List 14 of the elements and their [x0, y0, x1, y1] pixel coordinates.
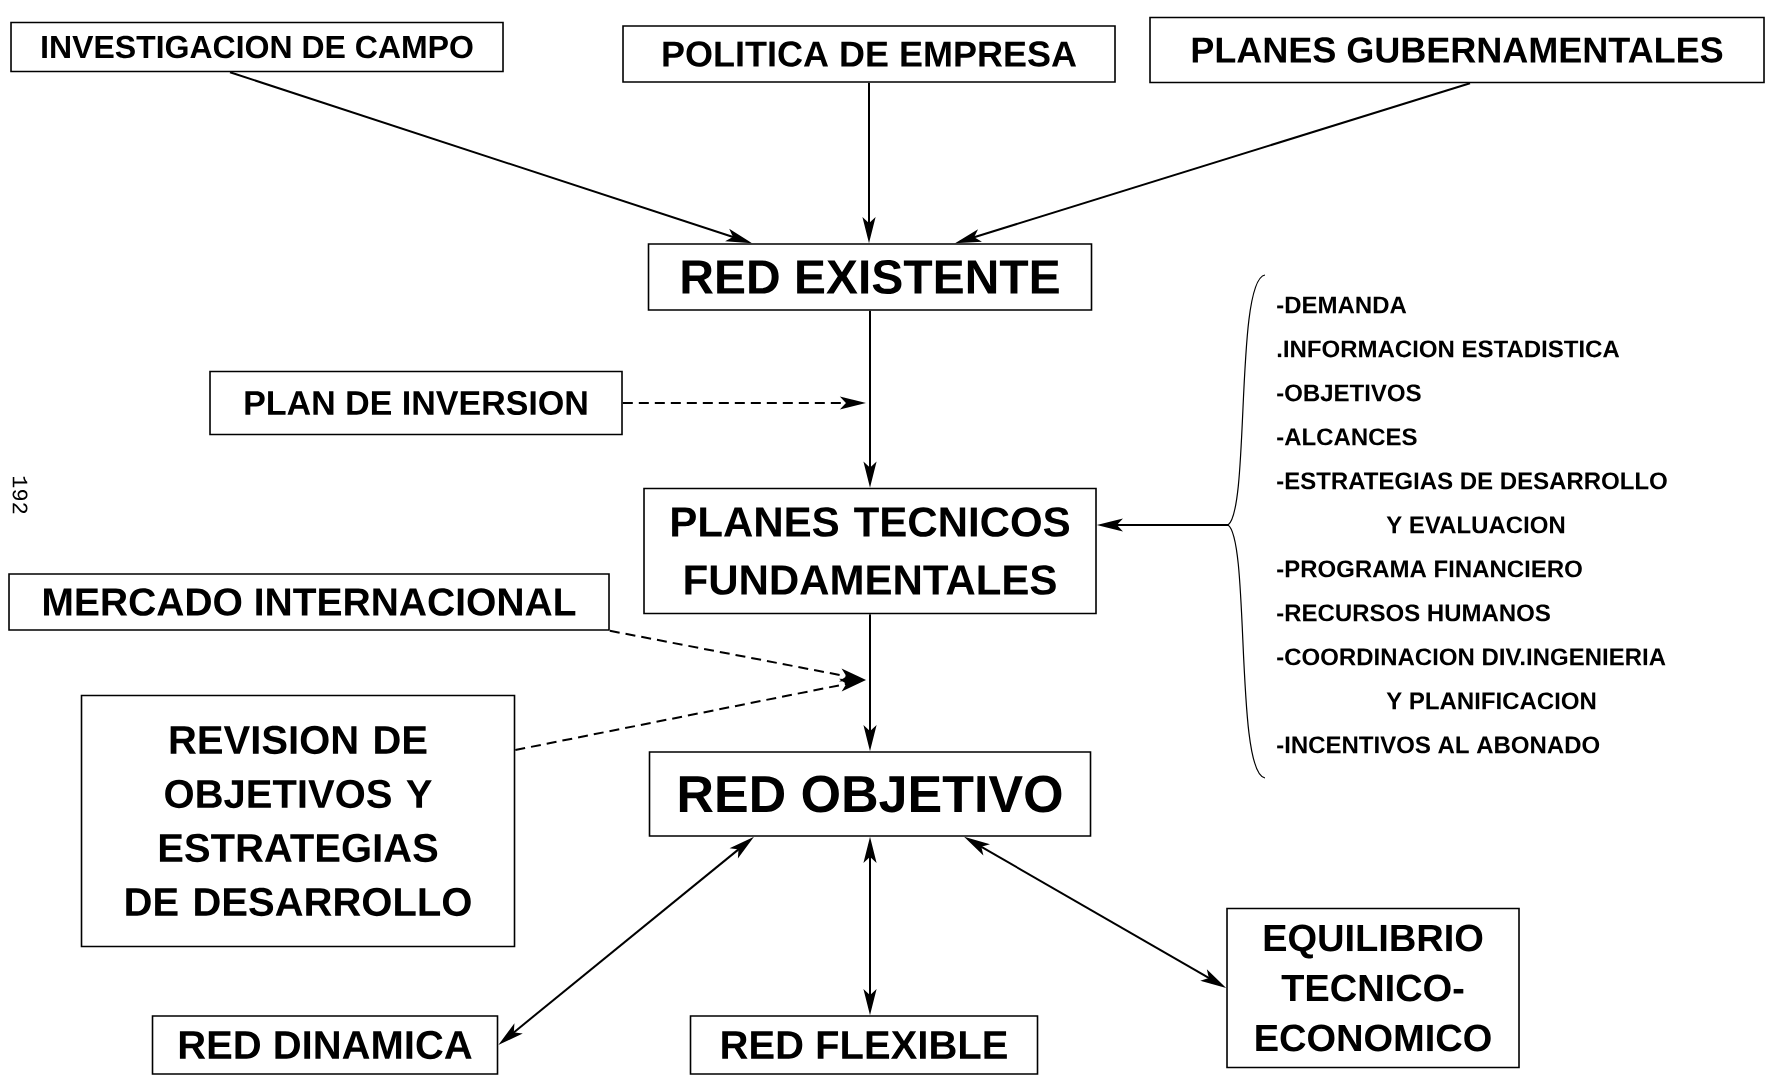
process-box: REVISION DE OBJETIVOS Y ESTRATEGIAS DE DESARROLLO: [80, 694, 516, 948]
process-box: MERCADO INTERNACIONAL: [8, 573, 610, 631]
process-box: RED FLEXIBLE: [689, 1015, 1039, 1075]
process-box: RED EXISTENTE: [647, 243, 1093, 311]
process-box: RED DINAMICA: [151, 1015, 499, 1075]
process-box: POLITICA DE EMPRESA: [622, 25, 1116, 83]
process-box: RED OBJETIVO: [648, 751, 1092, 837]
process-box: PLANES GUBERNAMENTALES: [1149, 16, 1765, 84]
process-box: INVESTIGACION DE CAMPO: [10, 21, 504, 73]
brace-list: -DEMANDA .INFORMACION ESTADISTICA -OBJETIVOS -ALCANCES -ESTRATEGIAS DE DESARROLLO Y EVALUACION -PROGRAMA FINANCIERO -RECURSOS HUMANOS -COORDINACION DIV.INGENIERIA Y PLANIFICACION -INCENTIVOS AL ABONADO: [1227, 274, 1667, 779]
process-box: EQUILIBRIO TECNICO-ECONOMICO: [1226, 907, 1520, 1069]
page-number: 192: [12, 476, 28, 514]
process-box: PLANES TECNICOS FUNDAMENTALES: [643, 487, 1097, 615]
process-box: PLAN DE INVERSION: [209, 370, 623, 436]
